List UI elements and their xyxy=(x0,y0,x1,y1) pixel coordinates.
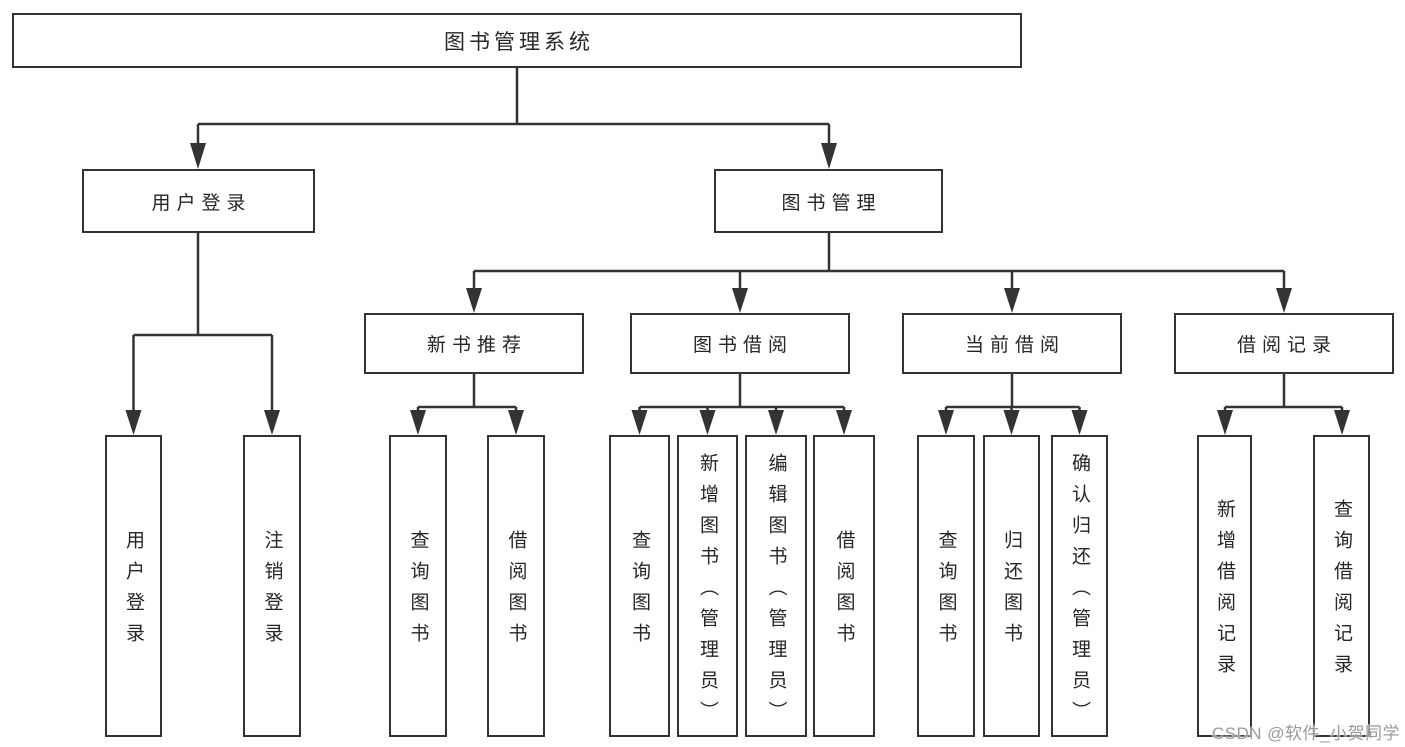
leaf-query-books-current: 查询图书 xyxy=(917,435,975,737)
leaf-label: 查询图书 xyxy=(629,530,650,654)
leaf-add-book-admin: 新增图书（管理员） xyxy=(677,435,738,737)
leaf-return-book: 归还图书 xyxy=(983,435,1040,737)
connector-userlogin-to-children xyxy=(125,233,280,435)
node-borrowing-records: 借阅记录 xyxy=(1174,313,1394,374)
watermark: CSDN @软件_小贺同学 xyxy=(1211,724,1400,743)
connector-newbook-to-children xyxy=(410,374,524,435)
leaf-borrow-books-recommend: 借阅图书 xyxy=(487,435,545,737)
leaf-label: 确认归还（管理员） xyxy=(1069,452,1090,732)
node-book-management: 图书管理 xyxy=(714,169,943,233)
leaf-add-borrow-record: 新增借阅记录 xyxy=(1197,435,1252,737)
node-root-library-system: 图书管理系统 xyxy=(12,13,1022,68)
leaf-label: 注销登录 xyxy=(261,530,283,654)
leaf-label: 新增图书（管理员） xyxy=(697,452,718,732)
node-label: 图书借阅 xyxy=(692,335,793,356)
leaf-label: 用户登录 xyxy=(123,530,144,654)
node-book-borrowing: 图书借阅 xyxy=(630,313,850,374)
node-current-borrowing: 当前借阅 xyxy=(902,313,1122,374)
leaf-label: 新增借阅记录 xyxy=(1214,499,1235,685)
leaf-confirm-return-admin: 确认归还（管理员） xyxy=(1051,435,1108,737)
leaf-label: 归还图书 xyxy=(1001,530,1022,654)
leaf-query-borrow-record: 查询借阅记录 xyxy=(1313,435,1370,737)
leaf-label: 借阅图书 xyxy=(833,530,855,654)
leaf-label: 查询借阅记录 xyxy=(1331,499,1352,685)
leaf-query-books-recommend: 查询图书 xyxy=(389,435,447,737)
connector-bookmgmt-to-level3 xyxy=(466,233,1292,313)
leaf-edit-book-admin: 编辑图书（管理员） xyxy=(745,435,807,737)
node-label: 当前借阅 xyxy=(964,335,1065,356)
leaf-label: 查询图书 xyxy=(407,530,429,654)
connector-records-to-children xyxy=(1217,374,1350,435)
leaf-user-login: 用户登录 xyxy=(105,435,162,737)
connector-borrow-to-children xyxy=(631,374,852,435)
connector-root-to-level2 xyxy=(190,68,837,169)
leaf-logout: 注销登录 xyxy=(243,435,301,737)
node-label: 用户登录 xyxy=(151,192,252,214)
connector-current-to-children xyxy=(938,374,1088,435)
node-label: 图书管理 xyxy=(781,192,882,214)
leaf-query-books-borrowing: 查询图书 xyxy=(609,435,670,737)
node-user-login: 用户登录 xyxy=(82,169,315,233)
node-new-book-recommend: 新书推荐 xyxy=(364,313,584,374)
leaf-label: 查询图书 xyxy=(935,530,957,654)
leaf-borrow-books: 借阅图书 xyxy=(813,435,875,737)
leaf-label: 编辑图书（管理员） xyxy=(765,452,787,732)
node-label: 新书推荐 xyxy=(426,335,527,356)
leaf-label: 借阅图书 xyxy=(505,530,527,654)
node-label: 借阅记录 xyxy=(1236,335,1337,356)
node-label: 图书管理系统 xyxy=(444,30,594,54)
